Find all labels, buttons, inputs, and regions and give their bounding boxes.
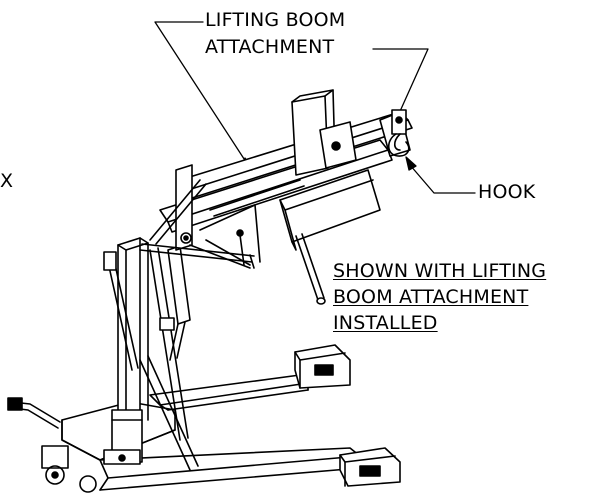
- hook-assembly: [387, 109, 410, 157]
- note-line-1: SHOWN WITH LIFTING: [333, 260, 547, 282]
- callout-hook: HOOK: [478, 181, 536, 203]
- note-line-2: BOOM ATTACHMENT: [333, 286, 529, 308]
- mast: [103, 237, 149, 465]
- base-frame: [7, 344, 401, 493]
- lifting-boom-attachment: [209, 89, 411, 305]
- x-marker: X: [0, 170, 14, 192]
- note-line-3: INSTALLED: [333, 312, 438, 334]
- callout-lifting-boom-line2: ATTACHMENT: [205, 36, 335, 58]
- brace: [139, 245, 199, 471]
- callout-lifting-boom-line1: LIFTING BOOM: [205, 9, 346, 31]
